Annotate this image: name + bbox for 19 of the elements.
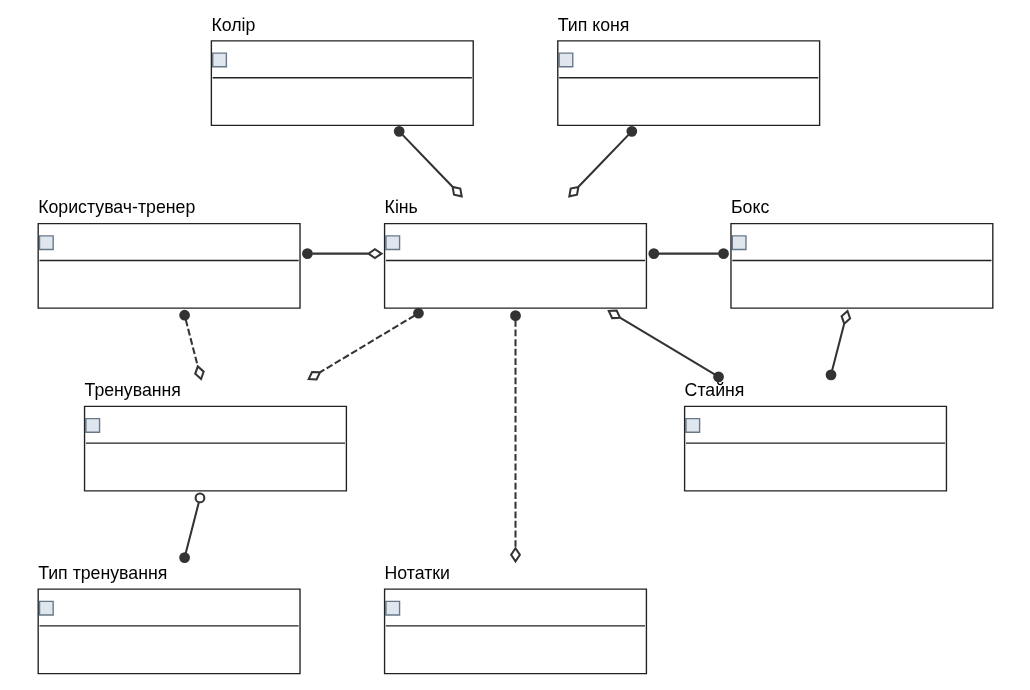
connector xyxy=(178,492,205,563)
connector xyxy=(393,125,463,198)
node-label: Кінь xyxy=(384,197,418,218)
connector xyxy=(606,309,724,383)
connector xyxy=(301,248,383,260)
connector xyxy=(306,307,424,381)
node-label: Стайня xyxy=(684,380,744,400)
connector xyxy=(178,309,205,381)
connector xyxy=(825,309,851,381)
node-label: Колір xyxy=(210,14,255,35)
connector xyxy=(567,125,637,198)
node-label: Бокс xyxy=(730,197,769,218)
node-label: Нотатки xyxy=(384,562,450,583)
connector xyxy=(647,248,729,259)
node-label: Користувач-тренер xyxy=(37,197,195,218)
connector xyxy=(509,310,521,564)
node-label: Тип коня xyxy=(557,14,629,35)
node-label: Тип тренування xyxy=(37,562,167,583)
node-label: Тренування xyxy=(84,380,181,400)
